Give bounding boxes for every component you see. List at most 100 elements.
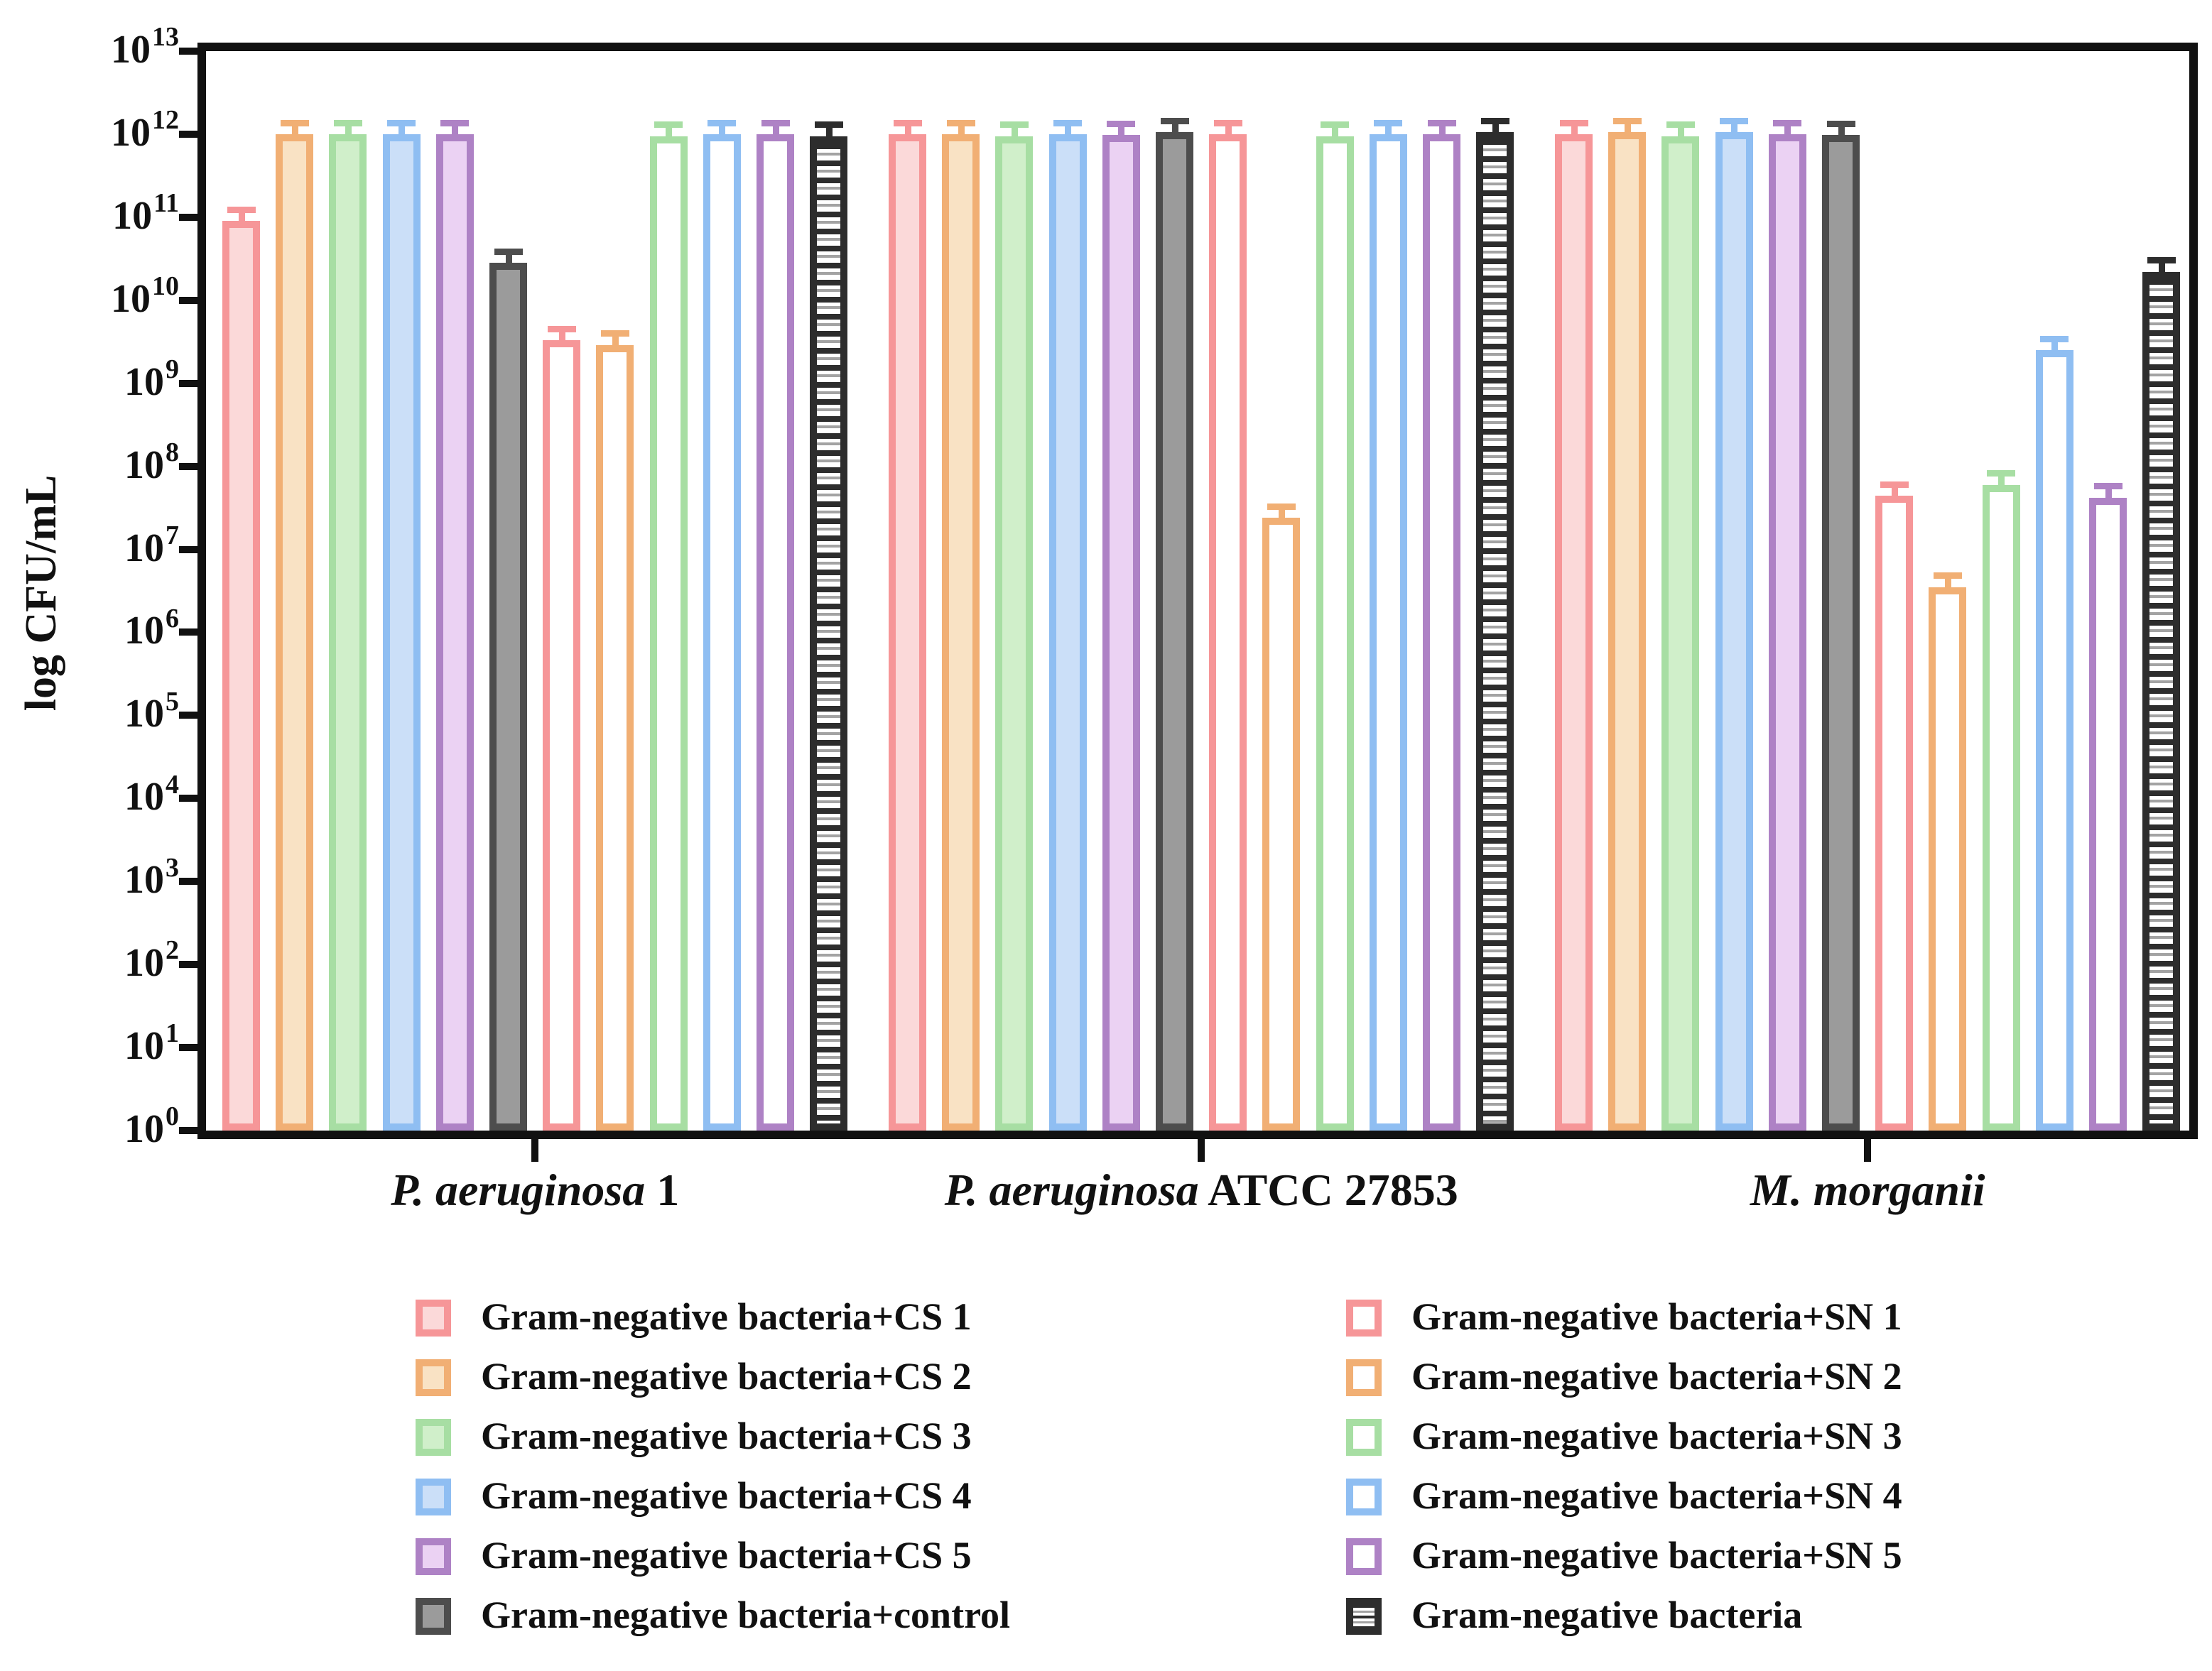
error-bar-cap: [707, 119, 737, 126]
error-bar-cap: [893, 119, 922, 126]
y-axis-tick-label: 1011: [112, 188, 179, 238]
error-bar-cap: [1612, 118, 1642, 125]
bar-control-group1: [489, 263, 527, 1131]
y-axis-tick: [179, 628, 197, 636]
bar-sn1-group1: [543, 340, 581, 1131]
legend-label: Gram-negative bacteria+SN 4: [1411, 1474, 1902, 1517]
error-bar-stem: [452, 122, 459, 137]
bar-control-group3: [1822, 134, 1860, 1131]
legend-swatch-control: [416, 1598, 451, 1635]
error-bar-cap: [440, 119, 470, 126]
error-bar-stem: [904, 122, 911, 137]
y-axis-tick-label: 106: [124, 603, 179, 653]
error-bar-cap: [1160, 118, 1189, 125]
error-bar-cap: [1480, 118, 1509, 125]
y-axis-tick: [179, 379, 197, 387]
y-axis-tick: [179, 462, 197, 470]
bar-sn4-group2: [1369, 134, 1407, 1131]
error-bar-cap: [1053, 119, 1083, 126]
bar-cs4-group3: [1715, 132, 1753, 1131]
error-bar-cap: [1427, 119, 1456, 126]
error-bar-stem: [1225, 122, 1232, 137]
error-bar-stem: [612, 333, 619, 348]
legend-label: Gram-negative bacteria+CS 4: [481, 1474, 972, 1517]
legend-swatch-sn3: [1346, 1419, 1382, 1456]
error-bar-cap: [280, 119, 309, 126]
error-bar-cap: [2093, 483, 2122, 490]
legend-swatch-sn4: [1346, 1479, 1382, 1515]
legend-label: Gram-negative bacteria+CS 3: [481, 1415, 972, 1457]
error-bar-cap: [2147, 257, 2176, 264]
bar-sn2-group2: [1262, 518, 1301, 1131]
bar-sn3-group2: [1316, 136, 1354, 1131]
y-axis-tick-label: 1012: [111, 105, 179, 155]
error-bar-stem: [666, 124, 673, 139]
y-axis-tick-label: 107: [124, 520, 179, 570]
bar-sn2-group1: [596, 344, 634, 1131]
legend-swatch-cs4: [416, 1479, 451, 1515]
error-bar-stem: [1118, 123, 1125, 138]
error-bar-stem: [2105, 486, 2112, 501]
x-axis-group-tick: [1864, 1139, 1872, 1162]
error-bar-stem: [825, 124, 833, 139]
y-axis-tick-label: 101: [124, 1018, 179, 1069]
bar-cs5-group1: [435, 134, 474, 1131]
y-axis-tick: [179, 296, 197, 304]
bar-sn2-group3: [1929, 587, 1967, 1131]
legend-swatch-cs5: [416, 1538, 451, 1575]
y-axis-tick: [179, 48, 197, 55]
error-bar-stem: [1891, 484, 1898, 499]
bar-sn4-group3: [2035, 350, 2073, 1131]
y-axis-tick-label: 103: [124, 852, 179, 903]
legend-swatch-sn1: [1346, 1300, 1382, 1337]
error-bar-stem: [2051, 338, 2059, 354]
bar-cs4-group2: [1048, 134, 1087, 1131]
y-axis-tick: [179, 130, 197, 138]
legend-swatch-sn2: [1346, 1359, 1382, 1396]
x-axis-group-label: P. aeruginosa ATCC 27853: [944, 1165, 1458, 1215]
y-axis-tick-label: 100: [124, 1101, 179, 1151]
y-axis-title: log CFU/mL: [17, 474, 65, 712]
error-bar-stem: [2158, 260, 2165, 275]
error-bar-cap: [1826, 120, 1855, 127]
legend-label: Gram-negative bacteria+SN 5: [1411, 1534, 1902, 1577]
error-bar-cap: [1880, 481, 1909, 488]
y-axis-tick: [179, 1044, 197, 1052]
error-bar-cap: [227, 206, 256, 213]
y-axis-tick: [179, 712, 197, 719]
legend-swatch-sn5: [1346, 1538, 1382, 1575]
error-bar-cap: [2040, 335, 2069, 342]
bar-cs3-group3: [1661, 136, 1700, 1131]
error-bar-cap: [1666, 121, 1695, 129]
legend-label: Gram-negative bacteria+CS 5: [481, 1534, 972, 1577]
error-bar-stem: [1065, 122, 1072, 137]
legend-label: Gram-negative bacteria+SN 1: [1411, 1295, 1902, 1338]
bar-plain-group3: [2142, 271, 2181, 1131]
bar-sn5-group2: [1423, 134, 1460, 1131]
bar-cs1-group1: [222, 221, 260, 1131]
y-axis-tick-label: 108: [124, 437, 179, 487]
bar-sn5-group1: [757, 134, 794, 1131]
y-axis-tick-label: 104: [124, 769, 179, 820]
x-axis-group-label: P. aeruginosa 1: [391, 1165, 680, 1215]
legend-swatch-plain: [1346, 1598, 1382, 1635]
error-bar-stem: [1385, 122, 1392, 137]
error-bar-stem: [345, 122, 352, 137]
bar-sn1-group2: [1209, 134, 1247, 1131]
error-bar-cap: [761, 119, 790, 126]
y-axis-tick: [179, 545, 197, 553]
bar-plain-group1: [810, 136, 848, 1131]
error-bar-cap: [1773, 119, 1802, 126]
bar-cs2-group2: [942, 134, 980, 1131]
bar-sn3-group3: [1982, 484, 2020, 1131]
bar-cs3-group1: [329, 134, 367, 1131]
error-bar-stem: [1332, 124, 1339, 139]
error-bar-cap: [600, 330, 629, 337]
error-bar-cap: [1933, 572, 1962, 579]
error-bar-cap: [1267, 503, 1296, 510]
y-axis-tick-label: 1010: [111, 271, 179, 321]
error-bar-stem: [558, 328, 565, 344]
bar-control-group2: [1156, 132, 1193, 1131]
y-axis-tick-label: 109: [124, 354, 179, 404]
